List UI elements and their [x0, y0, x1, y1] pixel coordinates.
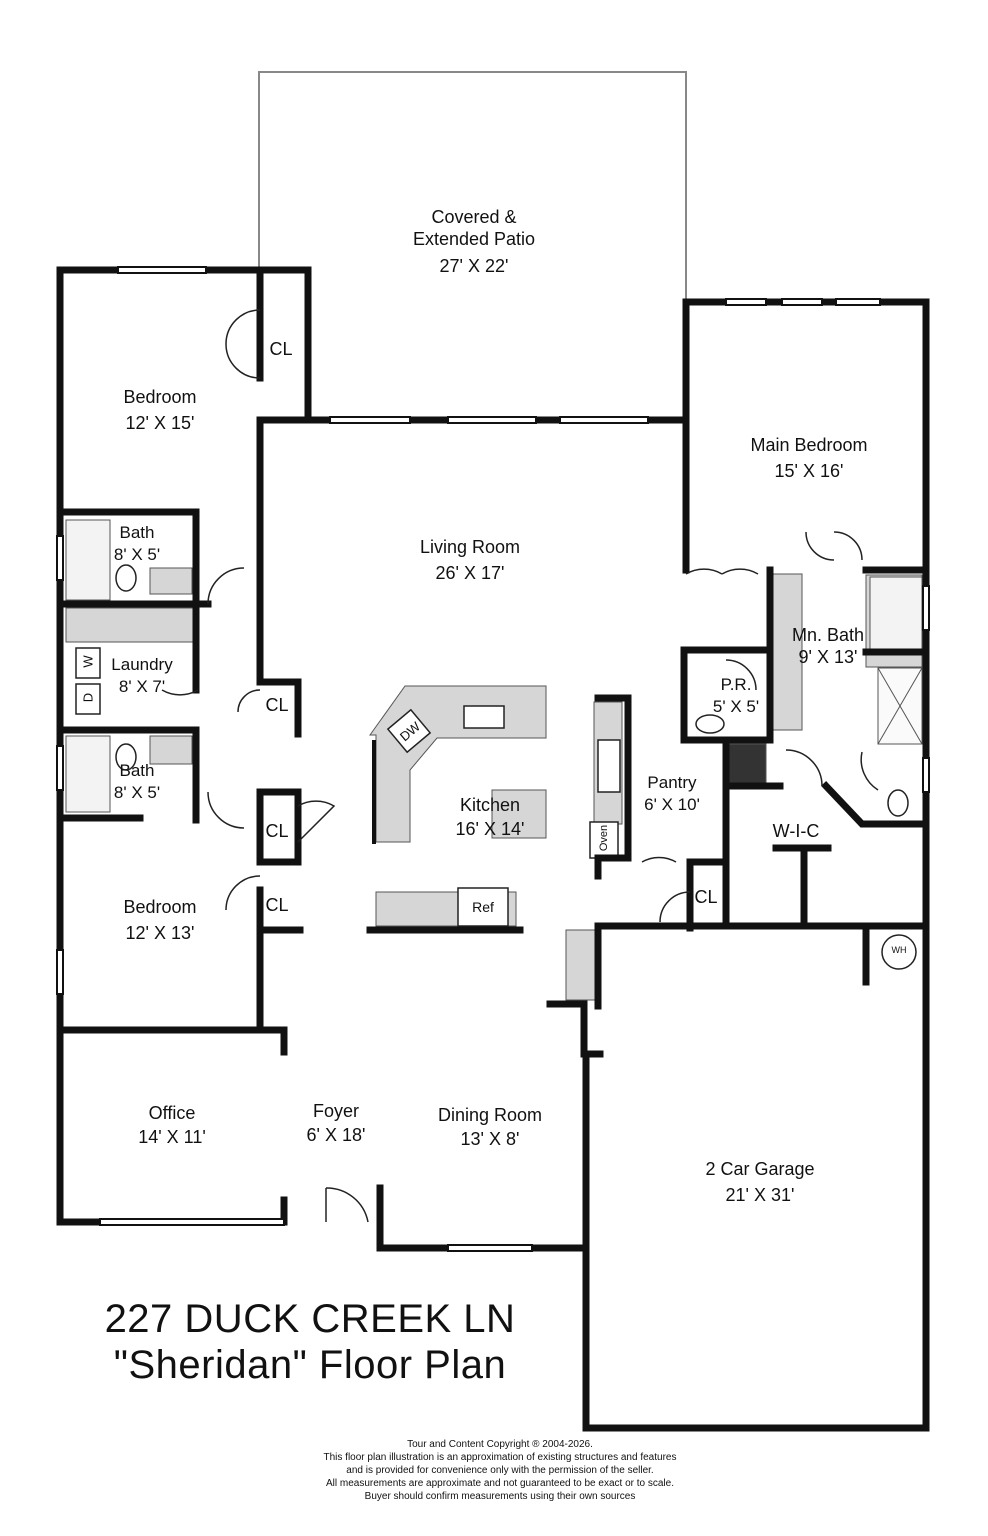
patio-size: 27' X 22'	[439, 256, 509, 276]
bath-1-name: Bath	[119, 523, 155, 542]
dining-room-name: Dining Room	[437, 1105, 543, 1125]
office-size: 14' X 11'	[138, 1127, 206, 1147]
kitchen-name: Kitchen	[459, 795, 521, 815]
bedroom-1-name: Bedroom	[123, 387, 197, 407]
bath2-tub	[65, 735, 111, 813]
patio-name-line2: Extended Patio	[412, 229, 536, 249]
disclaimer: Tour and Content Copyright ® 2004-2026. …	[290, 1438, 710, 1503]
mnbath-tub	[869, 576, 923, 650]
main-bath-name: Mn. Bath	[791, 625, 865, 645]
room-label-office: Office 14' X 11'	[112, 1102, 232, 1148]
room-label-pantry: Pantry 6' X 10'	[630, 772, 714, 816]
disclaimer-line: Tour and Content Copyright ® 2004-2026.	[407, 1439, 593, 1450]
room-label-bath-2: Bath 8' X 5'	[92, 760, 182, 804]
room-label-powder-room: P.R. 5' X 5'	[698, 674, 774, 718]
living-room-size: 26' X 17'	[435, 563, 505, 583]
bath1-tub	[65, 519, 111, 601]
main-bedroom-size: 15' X 16'	[774, 461, 844, 481]
property-address: 227 DUCK CREEK LN	[104, 1297, 516, 1341]
closet-label: CL	[265, 695, 289, 715]
windows	[56, 266, 930, 1252]
main-bath-size: 9' X 13'	[798, 647, 858, 667]
fireplace-hearth	[565, 929, 599, 1001]
dining-room-size: 13' X 8'	[460, 1129, 520, 1149]
plumbing-fixtures	[75, 564, 917, 970]
patio-name-line1: Covered &	[431, 207, 517, 227]
bath1-vanity	[149, 567, 193, 595]
room-label-living-room: Living Room 26' X 17'	[390, 536, 550, 584]
property-title: 227 DUCK CREEK LN "Sheridan" Floor Plan	[60, 1296, 560, 1388]
laundry-counter	[65, 607, 195, 643]
washer-label: W	[80, 655, 96, 668]
laundry-size: 8' X 7'	[118, 677, 166, 696]
closet-label: CL	[265, 895, 289, 915]
main-bedroom-name: Main Bedroom	[750, 435, 868, 455]
room-label-bedroom-2: Bedroom 12' X 13'	[90, 896, 230, 944]
disclaimer-line: and is provided for convenience only wit…	[346, 1465, 654, 1476]
closet-label: CL	[694, 887, 718, 907]
kitchen-size: 16' X 14'	[455, 819, 525, 839]
bath-2-name: Bath	[119, 761, 155, 780]
walls	[56, 266, 930, 1432]
foyer-name: Foyer	[312, 1101, 359, 1121]
room-label-foyer: Foyer 6' X 18'	[286, 1100, 386, 1146]
disclaimer-line: Buyer should confirm measurements using …	[364, 1491, 636, 1502]
garage-name: 2 Car Garage	[705, 1159, 815, 1179]
pantry-size: 6' X 10'	[644, 795, 700, 814]
foyer-size: 6' X 18'	[306, 1125, 366, 1145]
bedroom-1-size: 12' X 15'	[125, 413, 195, 433]
room-label-bedroom-1: Bedroom 12' X 15'	[90, 386, 230, 434]
floor-plan-name: "Sheridan" Floor Plan	[113, 1343, 507, 1387]
room-label-bath-1: Bath 8' X 5'	[92, 522, 182, 566]
room-label-dining-room: Dining Room 13' X 8'	[420, 1104, 560, 1150]
refrigerator-label: Ref	[472, 899, 494, 915]
room-label-laundry: Laundry 8' X 7'	[92, 654, 192, 698]
patio-outline	[258, 71, 687, 300]
pantry-name: Pantry	[647, 773, 697, 792]
wic-name: W-I-C	[772, 821, 820, 841]
room-label-patio: Covered & Extended Patio 27' X 22'	[394, 206, 554, 277]
room-label-garage: 2 Car Garage 21' X 31'	[680, 1158, 840, 1206]
powder-room-size: 5' X 5'	[712, 697, 760, 716]
room-label-main-bedroom: Main Bedroom 15' X 16'	[724, 434, 894, 482]
powder-room-name: P.R.	[720, 675, 752, 694]
kitchen-island-bar	[491, 789, 547, 839]
bedroom-2-name: Bedroom	[123, 897, 197, 917]
office-name: Office	[148, 1103, 196, 1123]
doors	[161, 309, 879, 1223]
garage-size: 21' X 31'	[725, 1185, 795, 1205]
bath2-vanity	[149, 735, 193, 765]
oven-label: Oven	[598, 824, 610, 852]
bedroom-2-size: 12' X 13'	[125, 923, 195, 943]
bath-2-size: 8' X 5'	[113, 783, 161, 802]
mnbath-vanity	[771, 573, 803, 731]
disclaimer-line: This floor plan illustration is an appro…	[323, 1452, 677, 1463]
room-label-kitchen: Kitchen 16' X 14'	[430, 794, 550, 840]
living-room-name: Living Room	[419, 537, 521, 557]
bath-1-size: 8' X 5'	[113, 545, 161, 564]
disclaimer-line: All measurements are approximate and not…	[326, 1478, 674, 1489]
room-label-main-bath: Mn. Bath 9' X 13'	[778, 624, 878, 668]
chimney-block	[725, 743, 767, 787]
room-label-walk-in-closet: W-I-C	[756, 820, 836, 842]
laundry-name: Laundry	[111, 655, 173, 674]
closet-label: CL	[269, 339, 293, 359]
dryer-label: D	[80, 692, 96, 703]
water-heater-label: WH	[891, 945, 907, 955]
closet-label: CL	[265, 821, 289, 841]
